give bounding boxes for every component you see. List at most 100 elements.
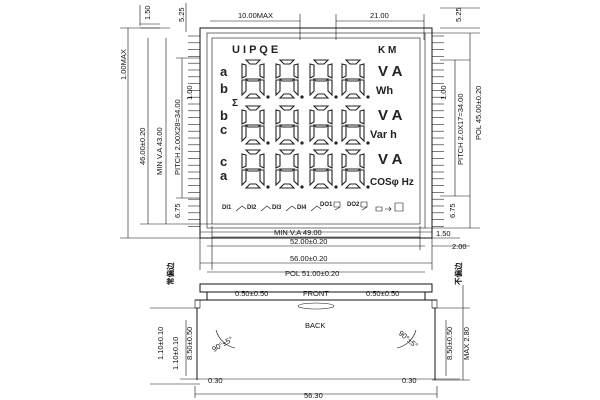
left-polarizer-end [194,299,201,309]
dim-1-00-right: 1.00 [439,85,448,100]
decimal-point [334,95,338,99]
segment-a [344,59,362,65]
dim-46-00: 46.00±0.20 [138,128,147,165]
segment-f [309,109,315,125]
segment-g [244,168,262,172]
dim-1-50-top: 1.50 [143,5,152,20]
segment-f [241,109,247,125]
segment-g [344,168,362,172]
segment-c [259,125,265,143]
row2-unit-varh: Var h [370,129,397,141]
dim-0-30-right: 0.30 [402,376,417,385]
do1-relay-icon [333,201,341,211]
lcd-segments: U I P Q E K M a b Σ V A Wh b c V A Var h… [220,44,414,212]
do2-label: DO2 [347,202,360,208]
segment-g [312,78,330,82]
row3-phase-a: a [220,168,228,183]
decimal-point [300,185,304,189]
segment-g [278,168,296,172]
sigma-symbol: Σ [232,98,238,109]
segment-f [275,153,281,169]
top-dimensions: 1.50 5.25 10.00MAX 21.00 5.25 [139,3,480,40]
segment-g [244,124,262,128]
dim-0-50-right: 0.50±0.50 [366,289,399,298]
right-pin-row [432,35,444,227]
row3-digits [241,149,370,189]
segment-g [278,124,296,128]
segment-c [293,169,299,187]
segment-e [275,125,281,143]
row3-phase-c: c [220,154,227,169]
segment-c [359,169,365,187]
row1-phase-b: b [220,81,228,96]
decimal-point [300,141,304,145]
segment-a [344,105,362,111]
dim-6-75-right: 6.75 [448,203,457,218]
left-angle-arc [215,329,236,349]
segment-a [278,59,296,65]
back-label: BACK [305,321,325,330]
segment-a [312,59,330,65]
segment-b [327,153,333,169]
segment-c [293,125,299,143]
right-polarizer-end [431,299,438,309]
segment-c [327,79,333,97]
segment-b [359,63,365,79]
di1-switch-icon [235,205,247,212]
dim-min-va-43: MIN V.A 43.00 [155,127,164,175]
decimal-point [266,141,270,145]
row1-digits [241,59,370,99]
segment-f [241,153,247,169]
segment-g [244,78,262,82]
decimal-point [366,95,370,99]
segment-b [293,109,299,125]
di3-switch-icon [285,205,297,212]
segment-a [244,105,262,111]
segment-c [259,169,265,187]
segment-d [244,183,262,189]
row1-unit-va: V A [378,63,403,80]
segment-a [244,59,262,65]
segment-b [293,153,299,169]
dim-pitch-right: PITCH 2.0X17=34.00 [456,93,465,165]
segment-f [309,63,315,79]
segment-b [327,63,333,79]
seal-mark [297,302,335,310]
dim-8-50-left: 8.50±0.50 [185,327,194,360]
segment-g [278,78,296,82]
di1-label: DI1 [222,205,232,211]
segment-c [359,79,365,97]
row1-phase-a: a [220,64,228,79]
dim-max-2-80: MAX 2.80 [462,327,471,360]
dim-pitch-left: PITCH 2.00X28=34.00 [173,99,182,175]
dim-pol-45: POL 45.00±0.20 [474,86,483,140]
segment-d [344,93,362,99]
dim-0-50-left: 0.50±0.50 [235,289,268,298]
left-edge-note: 常偏边 [165,262,175,285]
segment-a [312,105,330,111]
segment-d [312,183,330,189]
segment-a [244,149,262,155]
decimal-point [366,185,370,189]
segment-c [293,79,299,97]
top-right-label: K M [378,45,396,56]
segment-c [327,169,333,187]
row1-unit-wh: Wh [376,85,393,97]
segment-b [359,109,365,125]
side-view: 常偏边 不偏边 0.50±0.50 FRONT 0.50±0.50 BACK 9… [150,262,471,400]
decimal-point [266,95,270,99]
dim-52-00: 52.00±0.20 [290,237,327,246]
dim-pol-51: POL 51.00±0.20 [285,269,339,278]
dim-56-30: 56.30 [304,391,323,400]
do2-relay-icon [360,201,368,211]
di4-label: DI4 [297,205,307,211]
decimal-point [366,141,370,145]
segment-e [309,125,315,143]
dim-5-25-right: 5.25 [454,7,463,22]
di2-label: DI2 [247,205,257,211]
segment-g [344,124,362,128]
row2-phase-b: b [220,108,228,123]
segment-d [278,183,296,189]
